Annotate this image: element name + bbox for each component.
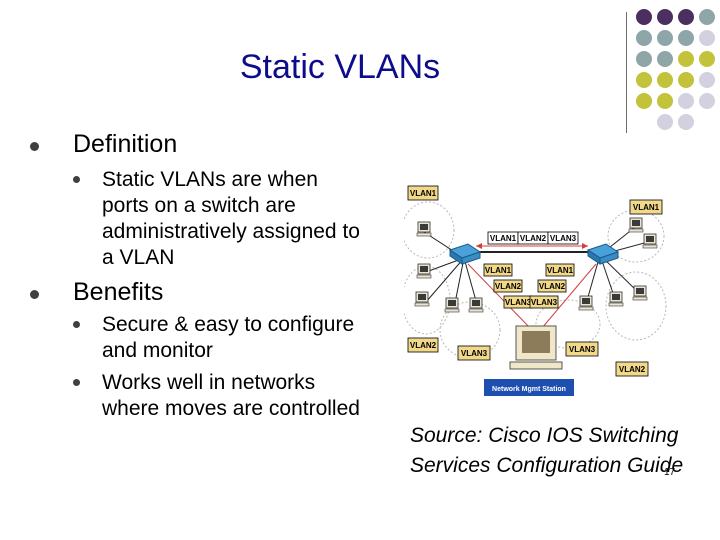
decorative-dot <box>678 9 694 25</box>
left-port-label-vlan3: VLAN3 <box>505 298 532 307</box>
workstation-icon <box>414 291 430 307</box>
decorative-dot <box>636 72 652 88</box>
management-arrows <box>467 263 597 331</box>
sub-bullet-marker <box>73 321 80 328</box>
decorative-dot <box>678 72 694 88</box>
sub-bullet-text: Works well in networks where moves are c… <box>102 371 360 420</box>
label-vlan2-bottom-left: VLAN2 <box>410 341 437 350</box>
decorative-dot <box>657 30 673 46</box>
divider-line <box>626 12 627 133</box>
decorative-dot <box>636 30 652 46</box>
decorative-dot <box>678 93 694 109</box>
slide-title: Static VLANs <box>239 48 441 86</box>
decorative-dot <box>699 93 715 109</box>
decorative-dot <box>636 9 652 25</box>
page-number: 17 <box>664 467 676 478</box>
right-port-label-vlan2: VLAN2 <box>539 282 566 291</box>
network-diagram-svg: Network Mgmt Station VLAN1 VLAN1 VLAN1 V… <box>401 185 667 396</box>
decorative-dot <box>657 9 673 25</box>
trunk-label-vlan3: VLAN3 <box>550 234 577 243</box>
sub-bullet-text: Static VLANs are when ports on a switch … <box>102 168 360 269</box>
label-vlan2-bottom-right: VLAN2 <box>619 365 646 374</box>
workstation-icon <box>628 217 644 233</box>
left-port-label-vlan2: VLAN2 <box>495 282 522 291</box>
decorative-dot <box>699 51 715 67</box>
trunk-label-vlan2: VLAN2 <box>520 234 547 243</box>
bullet-label: Benefits <box>73 278 164 306</box>
decorative-dot <box>657 93 673 109</box>
decorative-dot <box>678 51 694 67</box>
source-line-1: Source: Cisco IOS Switching <box>410 424 679 447</box>
sub-bullet-text: Secure & easy to configure and monitor <box>102 313 355 362</box>
workstation-icon <box>416 263 432 279</box>
bullet-marker <box>30 142 39 151</box>
workstation-icon <box>632 285 648 301</box>
right-port-label-vlan1: VLAN1 <box>547 266 574 275</box>
decorative-dot <box>657 51 673 67</box>
workstations <box>414 217 658 313</box>
decorative-dot <box>636 51 652 67</box>
workstation-icon <box>642 233 658 249</box>
source-line-2: Services Configuration Guide <box>410 454 684 477</box>
right-port-label-vlan3: VLAN3 <box>531 298 558 307</box>
label-vlan1-top-right: VLAN1 <box>633 203 660 212</box>
label-vlan3-bottom-right: VLAN3 <box>569 345 596 354</box>
workstation-icon <box>578 295 594 311</box>
decorative-dot <box>699 72 715 88</box>
vlan-labels: VLAN1 VLAN1 VLAN1 VLAN2 VLAN3 VLAN1 VLAN… <box>407 185 663 377</box>
decorative-dot <box>657 114 673 130</box>
trunk-arrow-right <box>582 243 588 249</box>
station-label: Network Mgmt Station <box>492 386 566 393</box>
label-vlan3-bottom-left: VLAN3 <box>461 349 488 358</box>
trunk-label-vlan1: VLAN1 <box>490 234 517 243</box>
workstation-icon <box>608 291 624 307</box>
switch-right <box>586 243 620 265</box>
decorative-dot <box>678 30 694 46</box>
decorative-dot <box>699 9 715 25</box>
bullet-label: Definition <box>73 130 178 158</box>
static-vlan-network-diagram: Network Mgmt Station VLAN1 VLAN1 VLAN1 V… <box>401 180 670 402</box>
sub-bullet-marker <box>73 176 80 183</box>
decorative-dot <box>636 93 652 109</box>
source-citation: Source: Cisco IOS Switching Services Con… <box>410 421 683 481</box>
sub-bullet-marker <box>73 379 80 386</box>
workstation-icon <box>416 221 432 237</box>
switch-left <box>448 243 482 265</box>
left-port-label-vlan1: VLAN1 <box>485 266 512 275</box>
workstation-icon <box>468 297 484 313</box>
bullet-marker <box>30 290 39 299</box>
decorative-dot <box>657 72 673 88</box>
decorative-dot <box>678 114 694 130</box>
trunk-arrow-left <box>476 243 482 249</box>
workstation-icon <box>444 297 460 313</box>
decorative-dot <box>699 30 715 46</box>
management-station: Network Mgmt Station <box>484 325 574 396</box>
label-vlan1-top-left: VLAN1 <box>410 189 437 198</box>
